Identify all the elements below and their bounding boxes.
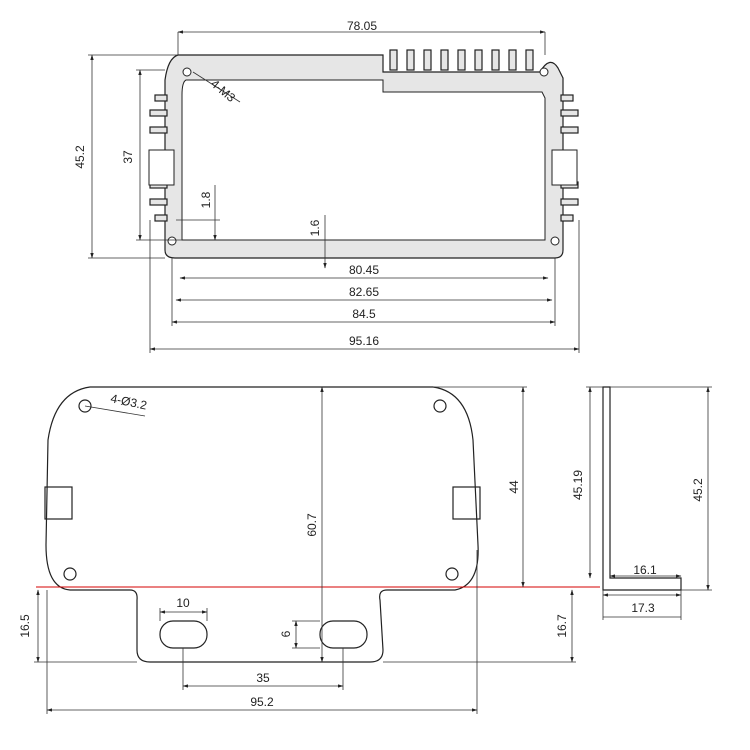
dim-plate-height-total: 60.7 <box>305 513 319 537</box>
dim-tab-height: 16.5 <box>18 614 32 638</box>
dim-slot-width: 10 <box>176 596 190 610</box>
dim-plate-width-total: 95.2 <box>250 695 274 709</box>
profile-inner <box>181 79 546 241</box>
screw-boss-bottom-right <box>550 236 560 246</box>
dim-flange-outer: 17.3 <box>631 601 655 615</box>
mount-hole-bottom-right <box>445 567 459 581</box>
side-slot-left <box>148 149 175 186</box>
mount-slot-left <box>159 620 208 649</box>
side-slot-left-plate <box>44 486 73 520</box>
dim-wall-side: 1.8 <box>199 191 213 208</box>
dim-wall-bottom: 1.6 <box>308 219 322 236</box>
dim-bracket-height-outer: 45.2 <box>691 478 705 502</box>
dim-slot-spacing: 35 <box>256 671 270 685</box>
dim-width-inner: 80.45 <box>349 263 379 277</box>
dim-width-total: 95.16 <box>349 334 379 348</box>
dim-slot-height: 6 <box>279 630 293 637</box>
mount-hole-bottom-left <box>63 567 77 581</box>
heat-sink-fins-right <box>560 94 579 222</box>
screw-boss-top-left <box>182 67 192 77</box>
dim-height-outer: 45.2 <box>73 145 87 169</box>
dim-width-slot: 82.65 <box>349 285 379 299</box>
dim-width-body: 84.5 <box>352 307 376 321</box>
dim-holes: 4-Ø3.2 <box>109 391 148 412</box>
mount-slot-right <box>319 620 368 649</box>
mount-hole-top-right <box>433 399 447 413</box>
screw-boss-top-right <box>539 67 549 77</box>
front-view: 78.05 45.2 37 1.8 1.6 4-M3 80.45 82.65 8… <box>73 19 580 353</box>
mount-hole-top-left <box>78 399 92 413</box>
dim-top-width: 78.05 <box>347 19 377 33</box>
dim-flange-inner: 16.1 <box>633 563 657 577</box>
heat-sink-fins-top <box>389 49 534 71</box>
side-view: 45.19 45.2 16.1 17.3 <box>571 386 712 620</box>
side-slot-right-plate <box>452 486 481 520</box>
dim-height-inner: 37 <box>121 150 135 164</box>
screw-boss-bottom-left <box>167 236 177 246</box>
dim-bracket-height-inner: 45.19 <box>571 470 585 500</box>
end-plate-outline <box>45 386 479 663</box>
dim-plate-height-body: 44 <box>507 480 521 494</box>
end-plate-view: 4-Ø3.2 60.7 44 16.5 10 6 35 95.2 16.7 <box>18 386 600 714</box>
dim-flange-drop: 16.7 <box>555 614 569 638</box>
side-slot-right <box>551 149 578 186</box>
bracket-profile <box>602 386 682 591</box>
